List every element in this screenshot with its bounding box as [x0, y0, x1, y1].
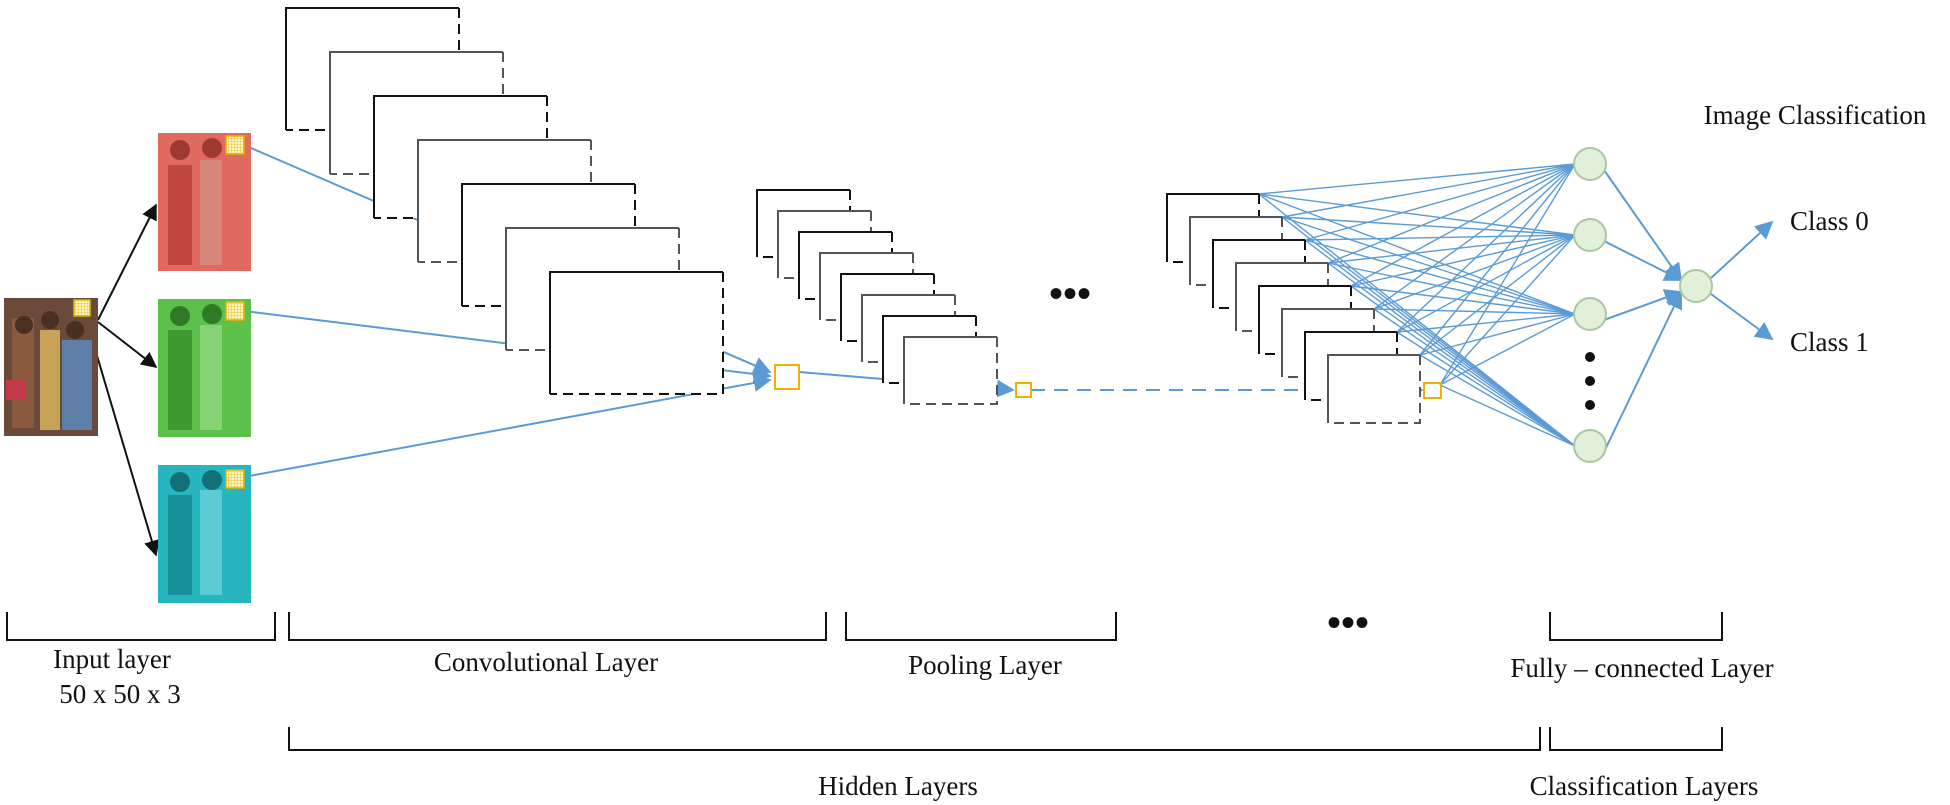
hidden-neuron-3	[1573, 429, 1607, 463]
middle-ellipsis: •••	[1049, 271, 1091, 316]
fc-edge	[1373, 308, 1576, 447]
fc-edge	[1439, 384, 1576, 447]
hidden-to-output-arrow-3	[1603, 290, 1683, 453]
input-photo	[4, 298, 98, 436]
input-to-red-arrow	[97, 203, 157, 321]
kernel-grid-icon	[73, 299, 91, 317]
convolution-feature-maps	[285, 7, 724, 395]
red-channel-image	[158, 133, 251, 271]
cyan-channel-image	[158, 465, 251, 603]
brackets	[6, 612, 1723, 751]
fc-edge	[1373, 234, 1576, 310]
fc-edge	[1439, 234, 1576, 386]
fully-connected-bracket	[1549, 612, 1723, 641]
class-1-label: Class 1	[1790, 327, 1869, 357]
fully-connected-layer-label: Fully – connected Layer	[1510, 653, 1773, 683]
deep-map-7	[1327, 354, 1421, 424]
pool-kernel-window	[1015, 382, 1032, 398]
hidden-neuron-1	[1573, 218, 1607, 252]
fc-edge	[1350, 163, 1576, 287]
image-classification-label: Image Classification	[1704, 100, 1927, 130]
fc-edge	[1350, 285, 1576, 315]
neuron-nodes	[1573, 147, 1713, 463]
fc-edge	[1281, 163, 1576, 218]
convolutional-layer-label: Convolutional Layer	[434, 647, 658, 677]
input-to-cyan-arrow	[89, 331, 160, 557]
fc-edge	[1304, 163, 1576, 241]
hidden-neuron-0	[1573, 147, 1607, 181]
green-channel-image	[158, 299, 251, 437]
fc-edge	[1373, 163, 1576, 310]
output-to-class1-arrow	[1710, 293, 1774, 341]
convolutional-bracket	[288, 612, 827, 641]
kernel-grid-icon	[225, 301, 245, 321]
fc-edge	[1327, 262, 1576, 447]
fc-edge	[1419, 234, 1576, 356]
fc-edge	[1258, 163, 1576, 195]
fc-edge	[1396, 234, 1576, 333]
classification-layers-label: Classification Layers	[1530, 771, 1759, 801]
fc-edge	[1350, 285, 1576, 447]
input-bracket	[6, 612, 276, 641]
hidden-to-output-arrow-0	[1603, 169, 1683, 282]
pooling-bracket	[845, 612, 1117, 641]
fc-edge	[1373, 308, 1576, 315]
input-layer-label: Input layer	[53, 644, 171, 674]
hidden-bracket	[288, 727, 1541, 751]
conv-map-6	[549, 271, 724, 395]
pooling-feature-maps	[756, 189, 998, 405]
output-to-class0-arrow	[1710, 220, 1774, 279]
node-ellipsis-dot-0	[1585, 352, 1595, 362]
fc-edge	[1327, 163, 1576, 264]
node-ellipsis-dot-1	[1585, 376, 1595, 386]
pooling-layer-label: Pooling Layer	[908, 650, 1062, 680]
input-size-label: 50 x 50 x 3	[59, 679, 181, 709]
hidden-to-output-arrow-1	[1603, 240, 1683, 281]
kernel-grid-icon	[225, 469, 245, 489]
fc-edge	[1439, 163, 1576, 386]
class-0-label: Class 0	[1790, 206, 1869, 236]
fc-edge	[1396, 313, 1576, 333]
fc-edge	[1396, 163, 1576, 333]
deep-kernel-window	[1423, 382, 1442, 399]
deep-feature-maps	[1166, 193, 1421, 424]
conv-kernel-window	[774, 364, 800, 390]
bottom-ellipsis: •••	[1327, 600, 1369, 645]
fc-edge	[1327, 262, 1576, 315]
fc-edge	[1419, 163, 1576, 356]
output-neuron	[1679, 269, 1713, 303]
fc-edge	[1439, 313, 1576, 386]
hidden-neuron-2	[1573, 297, 1607, 331]
fc-edge	[1258, 193, 1576, 236]
fc-edge	[1304, 239, 1576, 315]
input-to-green-arrow	[97, 321, 158, 368]
fc-edge	[1281, 216, 1576, 447]
kernel-grid-icon	[225, 135, 245, 155]
fc-edge	[1419, 313, 1576, 356]
fc-edge	[1304, 239, 1576, 447]
fc-edge	[1350, 234, 1576, 287]
hidden-layers-label: Hidden Layers	[818, 771, 978, 801]
fc-edge	[1281, 216, 1576, 236]
fc-edge	[1396, 331, 1576, 447]
fc-edge	[1419, 354, 1576, 447]
pool-map-7	[903, 336, 998, 405]
classification-bracket	[1549, 727, 1723, 751]
node-ellipsis-dot-2	[1585, 400, 1595, 410]
fully-connected-edges	[1258, 163, 1576, 447]
cyan-to-conv-arrow	[243, 374, 772, 478]
fc-edge	[1327, 234, 1576, 264]
